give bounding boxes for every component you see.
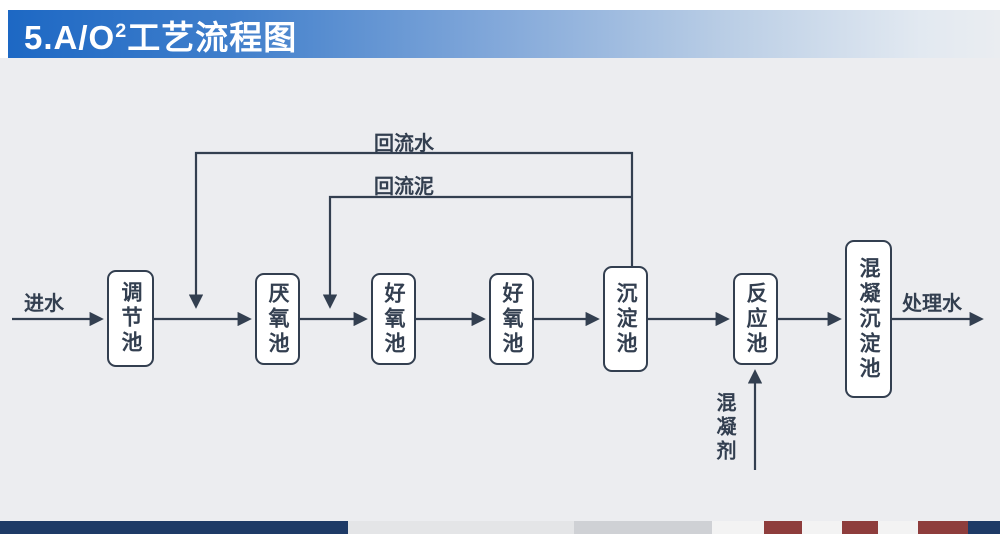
return-sludge-line [322,195,632,309]
strip-segment [0,521,348,534]
strip-segment [764,521,802,534]
next-image-edge [0,521,1000,534]
node-aerobic-tank-2: 好氧池 [489,273,534,365]
label-inflow: 进水 [24,293,64,315]
page-title-rest: 工艺流程图 [127,18,298,56]
return-water-line [188,151,634,309]
node-reaction-tank: 反应池 [733,273,778,365]
label-return-sludge: 回流泥 [374,176,434,198]
header-banner: 5.A/O2工艺流程图 [8,10,1000,58]
node-label: 调节池 [119,281,142,356]
strip-segment [712,521,764,534]
page-title-superscript: 2 [115,19,128,42]
node-label: 好氧池 [500,281,523,357]
strip-segment [842,521,878,534]
label-return-water: 回流水 [374,133,434,155]
node-sedimentation-tank: 沉淀池 [603,266,648,372]
strip-segment [348,521,574,534]
node-aerobic-tank-1: 好氧池 [371,273,416,365]
node-regulating-tank: 调节池 [107,270,154,367]
node-label: 混凝沉淀池 [857,256,880,382]
node-label: 沉淀池 [614,281,637,357]
node-coagulation-sedimentation-tank: 混凝沉淀池 [845,240,892,398]
page-title: 5.A/O2工艺流程图 [8,7,297,62]
strip-segment [802,521,842,534]
page-title-main: 5.A/O [24,18,116,56]
strip-segment [574,521,712,534]
node-label: 好氧池 [382,281,405,357]
strip-segment [918,521,968,534]
strip-segment [878,521,918,534]
strip-segment [968,521,1000,534]
node-label: 反应池 [744,281,767,357]
label-outflow: 处理水 [902,293,962,315]
label-coagulant: 混凝剂 [713,392,735,464]
node-anaerobic-tank: 厌氧池 [255,273,300,365]
node-label: 厌氧池 [266,281,289,357]
